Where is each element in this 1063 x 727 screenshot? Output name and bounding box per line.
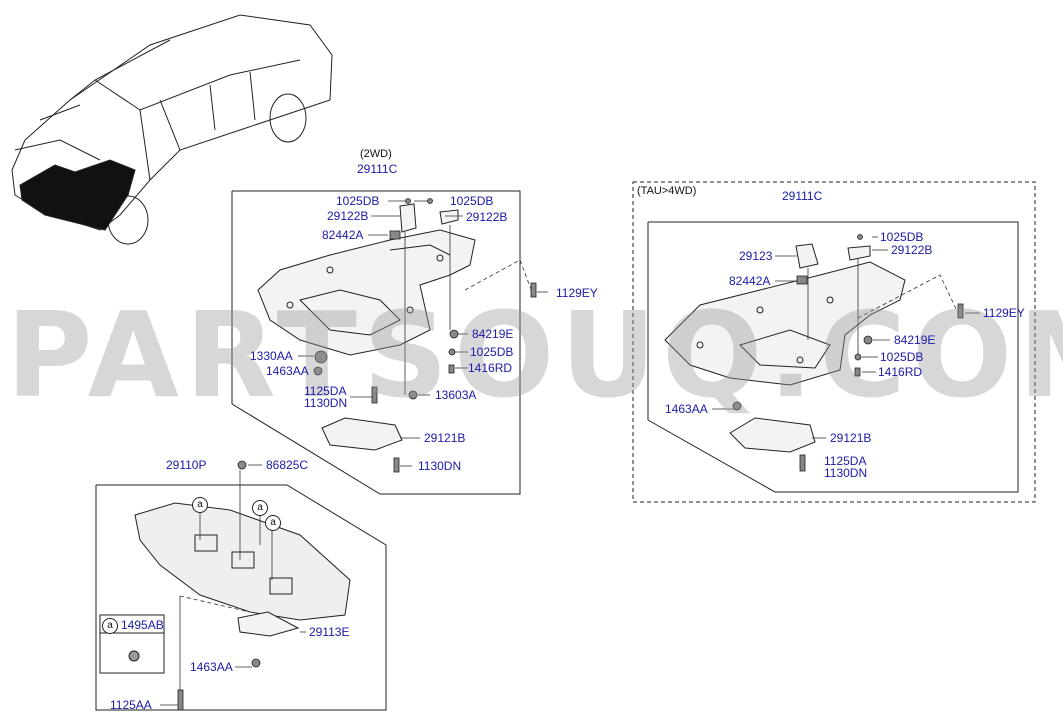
part-1463AA-2wd[interactable]: 1463AA xyxy=(266,364,309,378)
header-tau-4wd: (TAU>4WD) xyxy=(637,185,697,197)
plate-29121B-2wd xyxy=(321,417,403,451)
part-1125DA-4wd[interactable]: 1125DA xyxy=(824,454,867,468)
header-2wd: (2WD) xyxy=(360,148,392,160)
inset-1495AB-box xyxy=(99,614,165,674)
callout-a-2: a xyxy=(252,500,268,516)
part-1025DB-2wd-right[interactable]: 1025DB xyxy=(450,194,494,208)
part-29122B-2wd-left[interactable]: 29122B xyxy=(327,209,369,223)
part-29111C-2wd[interactable]: 29111C xyxy=(357,162,398,176)
part-1130DN-4wd[interactable]: 1130DN xyxy=(824,466,868,480)
plate-29113E xyxy=(237,611,300,637)
part-29121B-4wd[interactable]: 29121B xyxy=(830,431,872,445)
part-29123-4wd[interactable]: 29123 xyxy=(739,249,773,263)
car-undercover-highlight xyxy=(19,159,136,231)
part-1463AA-front[interactable]: 1463AA xyxy=(190,660,233,674)
part-84219E-2wd[interactable]: 84219E xyxy=(472,327,514,341)
frame-tau-4wd xyxy=(632,181,1036,503)
part-29113E[interactable]: 29113E xyxy=(309,625,350,639)
part-1495AB[interactable]: 1495AB xyxy=(121,618,164,632)
bracket-29122B-2wd xyxy=(399,203,417,233)
part-13603A-2wd[interactable]: 13603A xyxy=(435,388,477,402)
part-82442A-4wd[interactable]: 82442A xyxy=(729,274,771,288)
part-1416RD-4wd[interactable]: 1416RD xyxy=(878,365,923,379)
bracket-29123-4wd xyxy=(795,243,819,269)
part-1129EY-4wd[interactable]: 1129EY xyxy=(983,306,1025,320)
part-1125AA-front[interactable]: 1125AA xyxy=(110,698,152,712)
part-1025DB-4wd[interactable]: 1025DB xyxy=(880,230,924,244)
bracket-29122B-4wd xyxy=(847,245,871,261)
part-1463AA-4wd[interactable]: 1463AA xyxy=(665,402,708,416)
plate-29121B-4wd xyxy=(729,417,816,453)
part-84219E-4wd[interactable]: 84219E xyxy=(894,333,936,347)
part-29122B-4wd[interactable]: 29122B xyxy=(891,243,933,257)
bracket-29122B-2wd-r xyxy=(439,209,459,225)
part-1025DB-4wd-mid[interactable]: 1025DB xyxy=(880,350,924,364)
under-cover-4wd xyxy=(664,261,906,386)
part-29111C-4wd[interactable]: 29111C xyxy=(782,189,823,203)
under-cover-2wd xyxy=(257,229,476,356)
part-1125DA-2wd[interactable]: 1125DA xyxy=(304,384,347,398)
part-82442A-2wd[interactable]: 82442A xyxy=(322,228,364,242)
part-1130DN-2wd-a[interactable]: 1130DN xyxy=(304,396,348,410)
part-1330AA-2wd[interactable]: 1330AA xyxy=(250,349,293,363)
callout-a-inset: a xyxy=(102,618,118,634)
frame-2wd xyxy=(231,190,521,495)
part-29110P[interactable]: 29110P xyxy=(166,458,207,472)
callout-a-1: a xyxy=(192,497,208,513)
part-1129EY-2wd[interactable]: 1129EY xyxy=(556,286,598,300)
callout-a-3: a xyxy=(265,515,281,531)
part-86825C[interactable]: 86825C xyxy=(266,458,309,472)
part-29122B-2wd-right[interactable]: 29122B xyxy=(466,210,508,224)
frame-tau-4wd-inner xyxy=(647,221,1019,493)
part-1025DB-2wd-mid[interactable]: 1025DB xyxy=(470,345,514,359)
part-1025DB-2wd-left[interactable]: 1025DB xyxy=(336,194,380,208)
part-1416RD-2wd[interactable]: 1416RD xyxy=(468,361,513,375)
part-29121B-2wd[interactable]: 29121B xyxy=(424,431,466,445)
part-1130DN-2wd-b[interactable]: 1130DN xyxy=(418,459,462,473)
frame-front-cover xyxy=(95,484,387,711)
front-under-cover xyxy=(134,502,351,621)
